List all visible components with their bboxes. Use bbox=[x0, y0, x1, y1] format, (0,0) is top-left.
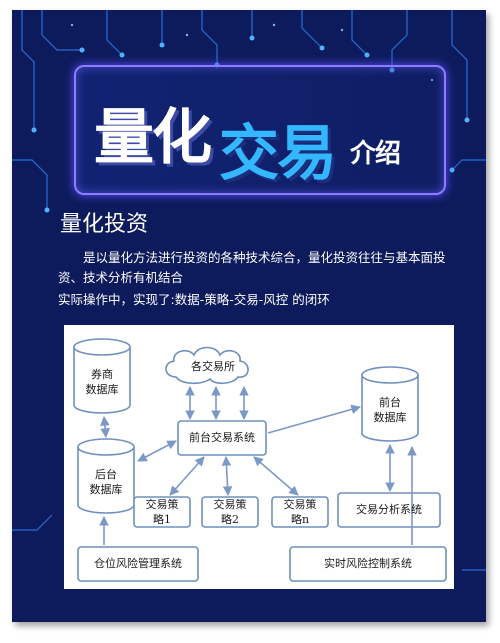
intro-paragraph: 是以量化方法进行投资的各种技术综合，量化投资往往与基本面投资、技术分析有机结合 bbox=[58, 250, 446, 285]
broker-db-cylinder bbox=[73, 338, 131, 414]
strategy2-box bbox=[201, 496, 259, 528]
loop-paragraph: 实际操作中，实现了:数据-策略-交易-风控 的闭环 bbox=[58, 292, 330, 307]
strategyn-label: 交易策 略n bbox=[272, 497, 328, 527]
strategy1-box bbox=[133, 496, 191, 528]
front-system-label: 前台交易系统 bbox=[189, 431, 255, 444]
front-db-label: 前台 数据库 bbox=[362, 395, 418, 425]
strategyn-label-line1: 交易策 bbox=[283, 498, 317, 511]
poster-frame: 量化 交易 介绍 量化投资 是以量化方法进行投资的各种技术综合，量化投资往往与基… bbox=[12, 10, 486, 622]
diagram-svg bbox=[73, 338, 447, 582]
arrow-front-backdb bbox=[137, 440, 177, 462]
exchanges-label: 各交易所 bbox=[191, 360, 235, 373]
title-box: 量化 交易 介绍 bbox=[74, 65, 446, 195]
broker-db-label-line2: 数据库 bbox=[85, 383, 119, 396]
back-db-label-line1: 后台 bbox=[95, 468, 117, 481]
strategy2-label-line1: 交易策 bbox=[213, 498, 247, 511]
position-risk-label: 仓位风险管理系统 bbox=[94, 557, 182, 570]
architecture-diagram: 各交易所 券商 数据库 前台 数据库 后台 数据库 前台交易系统 交易策 略1 … bbox=[64, 325, 454, 589]
back-db-label: 后台 数据库 bbox=[78, 467, 134, 497]
front-db-label-line1: 前台 bbox=[379, 396, 401, 409]
arrow-front-strategy2 bbox=[221, 456, 233, 496]
strategyn-label-line2: 略n bbox=[290, 513, 310, 526]
position-risk-box bbox=[77, 546, 199, 582]
strategy1-label-line2: 略1 bbox=[153, 513, 171, 526]
analysis-label: 交易分析系统 bbox=[356, 503, 422, 516]
broker-db-label-line1: 券商 bbox=[91, 368, 113, 381]
title-part-quant: 量化 bbox=[94, 103, 212, 173]
front-system-box bbox=[177, 420, 267, 456]
strategyn-box bbox=[271, 496, 329, 528]
front-db-cylinder bbox=[361, 366, 419, 442]
back-db-cylinder bbox=[77, 438, 135, 514]
broker-db-label: 券商 数据库 bbox=[74, 367, 130, 397]
section-heading: 量化投资 bbox=[60, 212, 149, 237]
strategy1-label: 交易策 略1 bbox=[134, 497, 190, 527]
exchanges-cloud bbox=[165, 346, 249, 385]
strategy1-label-line1: 交易策 bbox=[145, 498, 179, 511]
strategy2-label-line2: 略2 bbox=[221, 513, 239, 526]
realtime-risk-box bbox=[289, 546, 447, 582]
arrow-brokerdb-backdb bbox=[100, 416, 110, 438]
page-title: 量化 交易 介绍 bbox=[94, 77, 434, 189]
arrow-front-strategy1 bbox=[169, 456, 205, 496]
strategy2-label: 交易策 略2 bbox=[202, 497, 258, 527]
back-db-label-line2: 数据库 bbox=[89, 483, 123, 496]
title-part-trading: 交易 bbox=[219, 119, 337, 189]
realtime-risk-label: 实时风险控制系统 bbox=[324, 557, 412, 570]
circuit-background bbox=[12, 10, 486, 571]
arrow-front-frontdb bbox=[267, 404, 361, 434]
title-part-intro: 介绍 bbox=[350, 139, 401, 169]
arrow-front-strategyn bbox=[253, 456, 299, 496]
analysis-box bbox=[337, 492, 441, 528]
front-db-label-line2: 数据库 bbox=[373, 411, 407, 424]
